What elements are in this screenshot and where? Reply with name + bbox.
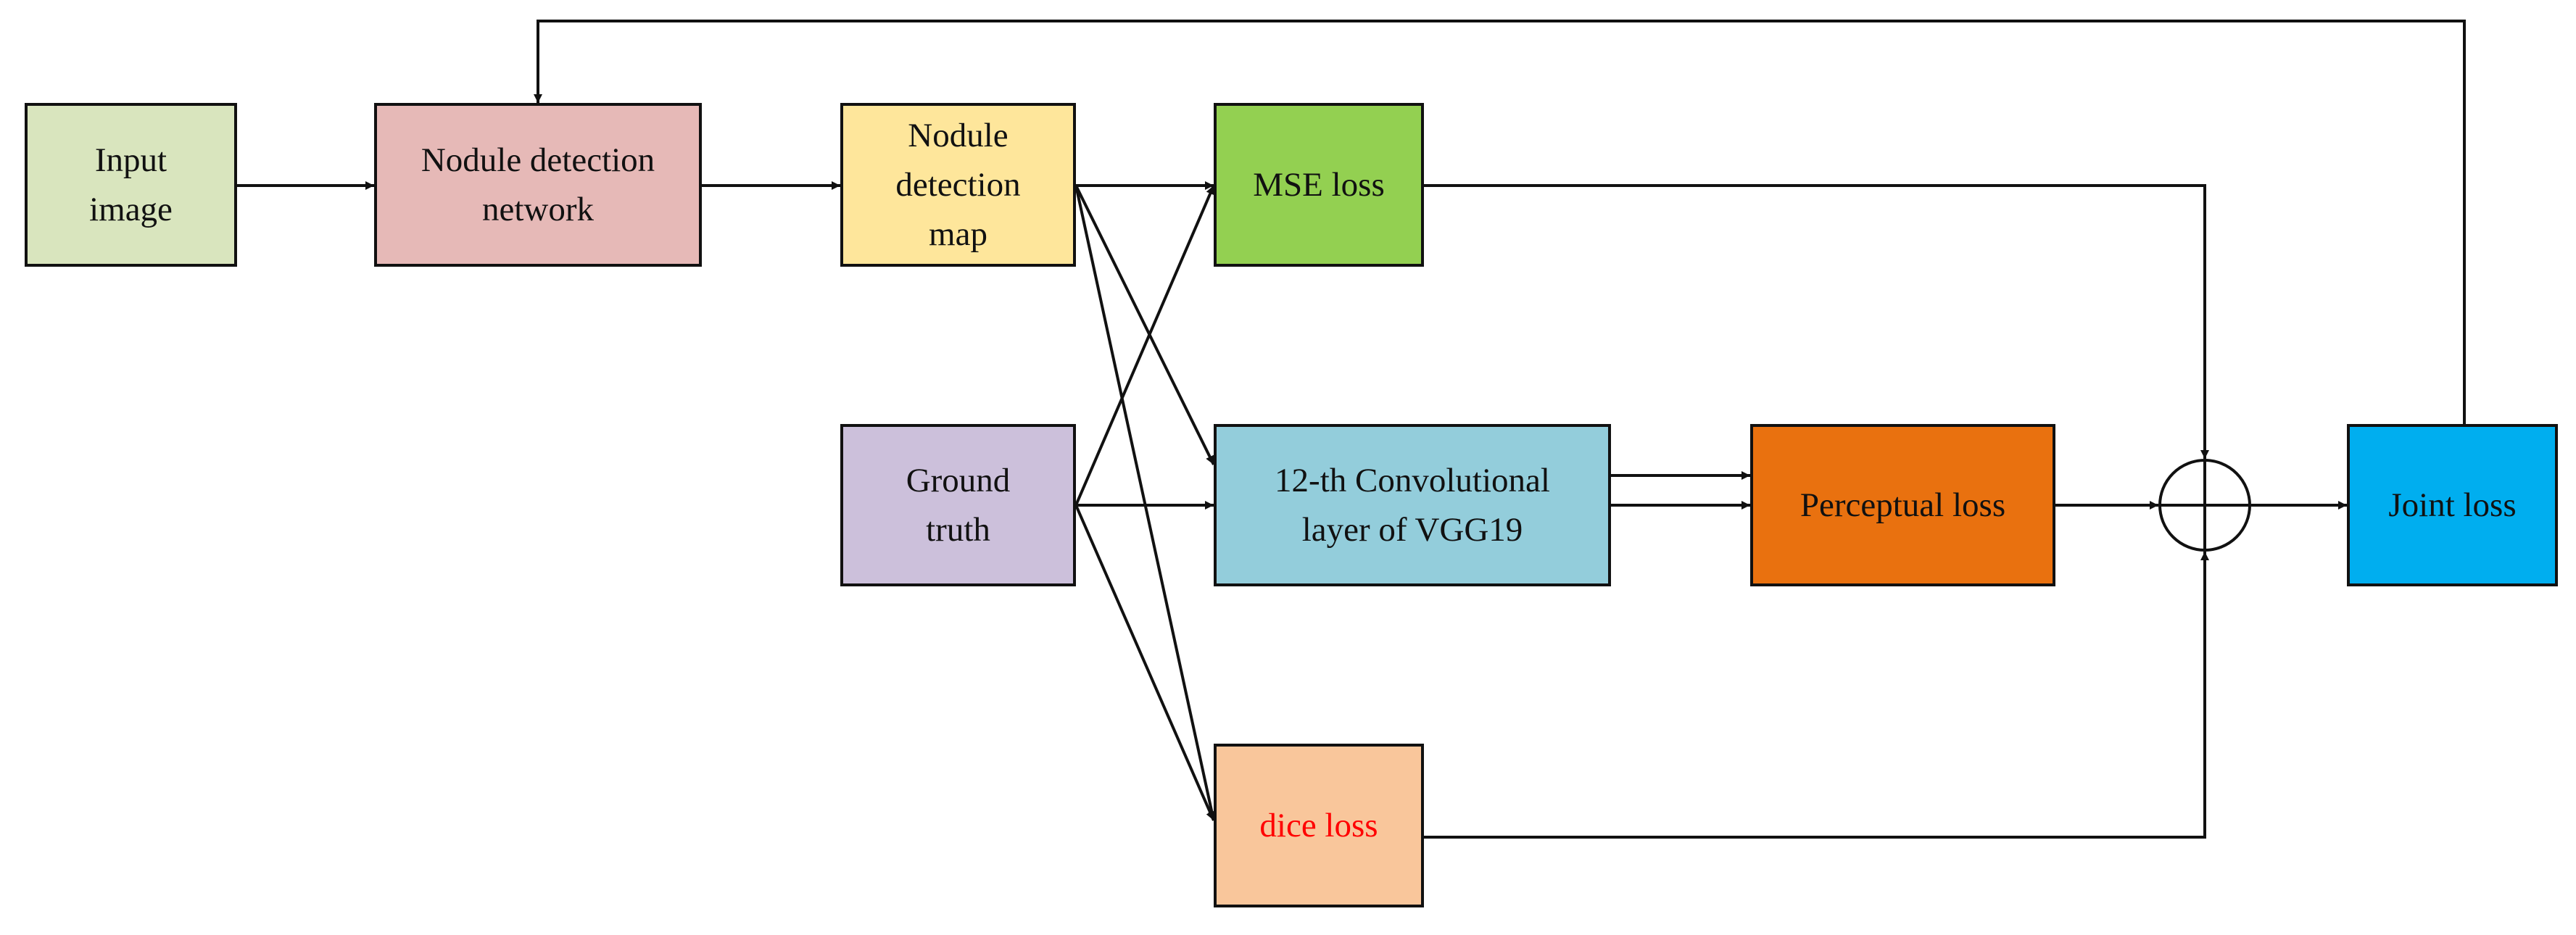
mse-loss-label: MSE loss (1253, 166, 1385, 204)
input-image-label: Input image (89, 141, 173, 228)
joint-loss-label: Joint loss (2388, 486, 2517, 524)
vgg19-conv-layer-box: 12-th Convolutional layer of VGG19 (1214, 424, 1611, 586)
sum-node-plus-icon (2158, 459, 2251, 552)
ground-truth-box: Ground truth (840, 424, 1076, 586)
dice-loss-label: dice loss (1259, 807, 1378, 844)
vgg19-conv-layer-label: 12-th Convolutional layer of VGG19 (1275, 462, 1550, 549)
edge-joint-feedback-to-network (534, 20, 2466, 424)
joint-loss-box: Joint loss (2347, 424, 2558, 586)
perceptual-loss-box: Perceptual loss (1750, 424, 2055, 586)
nodule-detection-network-box: Nodule detection network (374, 103, 702, 267)
nodule-detection-map-label: Nodule detection map (895, 117, 1021, 253)
perceptual-loss-label: Perceptual loss (1800, 486, 2006, 524)
edge-truth-to-dice (1074, 504, 1215, 821)
nodule-detection-network-label: Nodule detection network (421, 141, 655, 228)
ground-truth-label: Ground truth (906, 462, 1011, 549)
input-image-box: Input image (25, 103, 237, 267)
mse-loss-box: MSE loss (1214, 103, 1424, 267)
dice-loss-box: dice loss (1214, 744, 1424, 907)
edge-dice-to-sum (1424, 552, 2209, 839)
edge-map-to-vgg (1074, 185, 1215, 465)
nodule-detection-map-box: Nodule detection map (840, 103, 1076, 267)
edge-truth-to-mse (1074, 185, 1215, 506)
edge-mse-to-sum (1424, 184, 2209, 459)
edge-map-to-dice (1074, 185, 1217, 821)
